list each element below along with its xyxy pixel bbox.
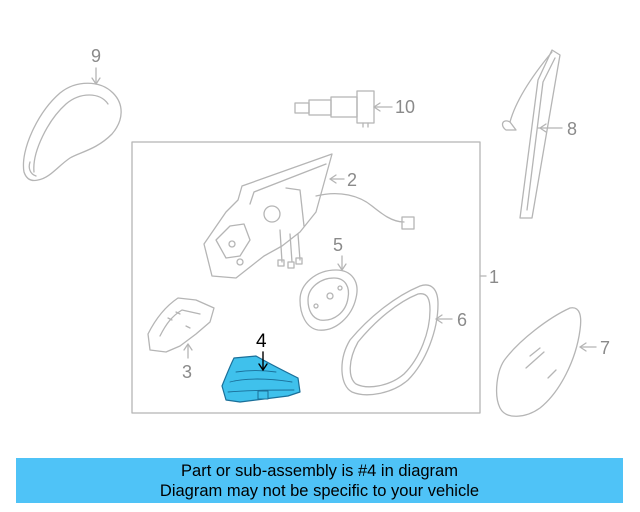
- banner-line-1: Part or sub-assembly is #4 in diagram: [181, 461, 458, 480]
- mirror-glass-frame-icon: [341, 284, 453, 396]
- banner-line-2: Diagram may not be specific to your vehi…: [159, 481, 480, 500]
- assembly-frame: [131, 141, 481, 414]
- mirror-trim-strip-icon: [501, 49, 563, 219]
- info-banner: Part or sub-assembly is #4 in diagram Di…: [16, 458, 623, 503]
- turn-signal-lamp-icon: [221, 351, 301, 403]
- callout-7: 7: [600, 338, 611, 358]
- mirror-housing-frame-icon: [203, 153, 415, 279]
- connector-plug-icon: [294, 90, 393, 128]
- mirror-glass-icon: [495, 307, 597, 417]
- callout-2: 2: [347, 170, 358, 190]
- callout-8: 8: [567, 119, 578, 139]
- mirror-motor-icon: [299, 255, 358, 331]
- callout-6: 6: [457, 310, 468, 330]
- callout-4: 4: [256, 331, 267, 352]
- callout-5: 5: [333, 235, 344, 255]
- callout-1: 1: [489, 267, 500, 287]
- mirror-cover-icon: [22, 67, 122, 182]
- lower-cover-icon: [147, 297, 215, 359]
- callout-3: 3: [182, 362, 193, 382]
- callout-10: 10: [395, 97, 416, 117]
- callout-9: 9: [91, 46, 102, 66]
